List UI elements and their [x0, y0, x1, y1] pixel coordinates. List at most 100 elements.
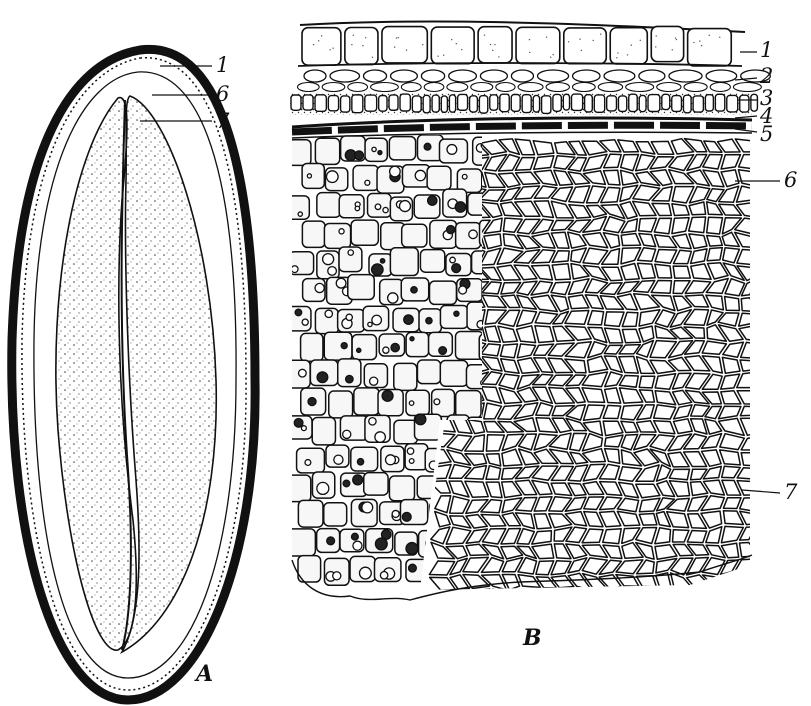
parenchyma-cell — [753, 294, 779, 311]
parenchyma-cell — [621, 170, 638, 185]
epidermal-cell — [345, 27, 378, 64]
flattened-cell — [710, 83, 730, 92]
epidermal-cell — [302, 28, 341, 66]
cell-stipple — [451, 39, 452, 40]
parenchyma-cell — [737, 468, 759, 479]
parenchyma-cell — [435, 512, 450, 527]
parenchyma-cell — [622, 312, 638, 326]
granule — [308, 398, 316, 406]
parenchyma-cell — [689, 217, 706, 233]
granular-cell — [353, 166, 378, 191]
parenchyma-cell — [707, 236, 723, 247]
granule — [411, 287, 417, 293]
cell-stipple — [719, 37, 720, 38]
palisade-cell — [522, 95, 531, 113]
granular-cell — [302, 163, 324, 188]
parenchyma-cell — [621, 248, 641, 264]
granule — [368, 322, 372, 326]
granule — [391, 343, 399, 351]
cell-stipple — [655, 46, 656, 47]
parenchyma-cell — [752, 279, 772, 295]
cell-stipple — [581, 50, 582, 51]
parenchyma-cell — [756, 217, 774, 234]
parenchyma-cell — [619, 376, 638, 388]
palisade-cell — [441, 96, 447, 112]
granule — [454, 311, 459, 316]
granule — [326, 171, 338, 183]
callout-b-6: 6 — [784, 170, 797, 191]
granular-cell — [354, 388, 379, 415]
granule — [333, 572, 341, 580]
granule — [382, 390, 393, 401]
granular-cell — [329, 391, 353, 418]
parenchyma-cell — [604, 217, 625, 233]
parenchyma-cell — [722, 466, 741, 477]
parenchyma-cell — [502, 449, 522, 466]
granule — [455, 202, 465, 212]
flattened-cell — [322, 83, 345, 92]
granule — [372, 264, 384, 276]
parenchyma-cell — [723, 498, 741, 509]
flattened-cell — [449, 70, 477, 82]
granule — [323, 254, 334, 265]
parenchyma-cell — [752, 543, 776, 556]
cell-stipple — [672, 49, 673, 50]
parenchyma-cell — [673, 266, 690, 278]
granule — [429, 461, 438, 470]
parenchyma-cell — [499, 388, 522, 404]
granular-cell — [339, 195, 364, 218]
parenchyma-cell — [637, 357, 655, 374]
granular-cell — [298, 500, 323, 527]
parenchyma-cell — [756, 496, 774, 511]
palisade-cell — [303, 95, 313, 110]
granular-cell — [348, 275, 374, 300]
cell-stipple — [616, 57, 617, 58]
parenchyma-cell — [450, 496, 469, 513]
granular-cell — [390, 248, 418, 276]
parenchyma-cell — [603, 529, 622, 544]
parenchyma-cell — [703, 466, 721, 479]
flattened-cell — [371, 83, 399, 92]
parenchyma-cell — [605, 435, 623, 447]
parenchyma-cell — [721, 155, 740, 169]
granule — [343, 430, 351, 438]
parenchyma-cell — [452, 591, 470, 603]
palisade-cell — [639, 95, 646, 111]
granular-cell — [389, 137, 415, 160]
palisade-cell — [618, 96, 626, 112]
parenchyma-cell — [639, 589, 656, 602]
parenchyma-cell — [672, 218, 689, 234]
parenchyma-cell — [755, 451, 775, 466]
granule — [372, 147, 376, 151]
parenchyma-cell — [605, 312, 625, 327]
granule — [428, 196, 437, 205]
palisade-cell — [470, 96, 478, 112]
parenchyma-cell — [583, 592, 608, 604]
cell-stipple — [552, 54, 553, 55]
parenchyma-cell — [757, 591, 780, 605]
parenchyma-cell — [517, 310, 537, 326]
granule — [353, 541, 362, 550]
parenchyma-cell — [603, 421, 623, 436]
flattened-cell — [572, 83, 595, 92]
palisade-cell — [379, 96, 387, 112]
palisade-cell — [500, 94, 509, 112]
parenchyma-cell — [638, 263, 656, 278]
granule — [375, 538, 387, 550]
cell-stipple — [675, 37, 676, 38]
cell-stipple — [494, 44, 495, 45]
parenchyma-cell — [618, 140, 639, 152]
parenchyma-cell — [499, 374, 519, 389]
palisade-cell — [553, 94, 561, 111]
cell-stipple — [568, 41, 569, 42]
granule — [399, 201, 410, 212]
granule — [404, 315, 413, 324]
parenchyma-cell — [720, 434, 745, 450]
parenchyma-cell — [703, 575, 726, 590]
palisade-cell — [715, 94, 724, 111]
granular-cell — [351, 220, 378, 245]
parenchyma-cell — [719, 593, 738, 605]
granule — [359, 567, 371, 579]
granular-cell — [289, 140, 311, 166]
parenchyma-cell — [536, 403, 553, 416]
